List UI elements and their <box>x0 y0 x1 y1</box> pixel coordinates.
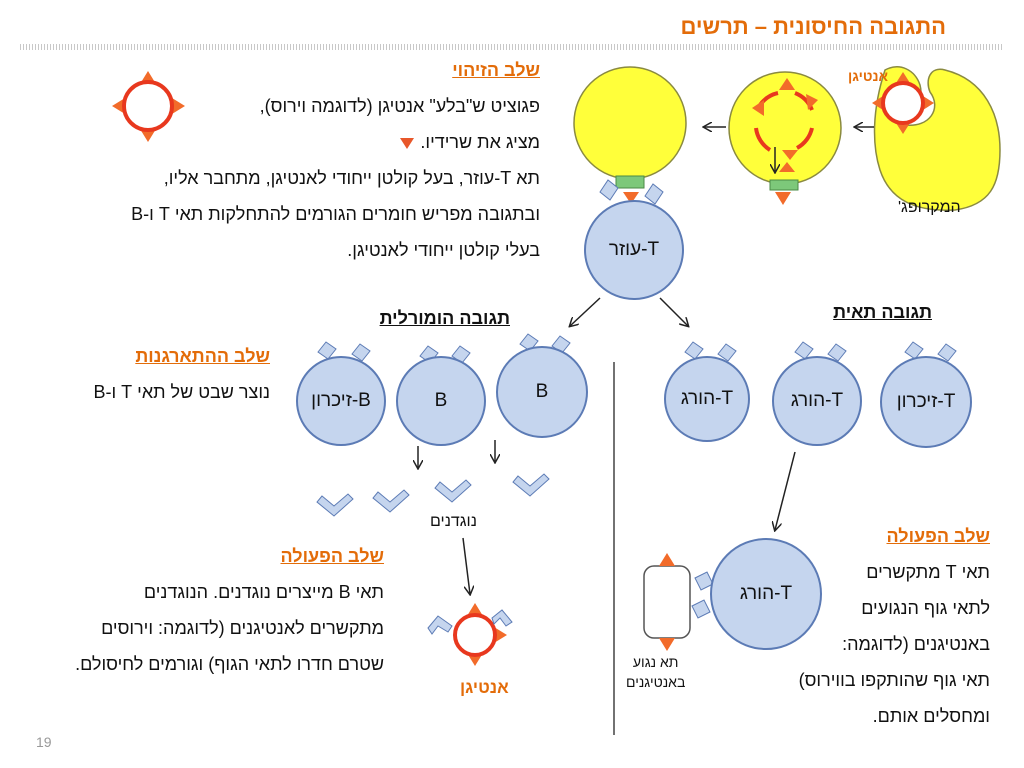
infected-cell-label: תא נגוע באנטיגנים <box>626 652 685 692</box>
antigen-bottom-label: אנטיגן <box>460 678 509 697</box>
b-cell-1: B <box>396 356 486 446</box>
cellular-action-line1: תאי T מתקשרים <box>866 562 990 582</box>
cellular-response-heading: תגובה תאית <box>833 302 932 322</box>
antigen-fragment-icon <box>400 137 415 149</box>
antigen-top-label: אנטיגן <box>848 68 889 84</box>
t-killer-cell-active: T-הורג <box>710 538 822 650</box>
cellular-action-line3: באנטיגנים (לדוגמה: <box>842 634 990 654</box>
b-memory-cell: B-זיכרון <box>296 356 386 446</box>
antibody-shapes <box>316 473 550 517</box>
recognition-line5: בעלי קולטן ייחודי לאנטיגן. <box>347 240 540 260</box>
infected-cell-label-line1: תא נגוע <box>632 654 679 670</box>
recognition-line3: תא T-עוזר, בעל קולטן ייחודי לאנטיגן, מתח… <box>163 168 540 188</box>
cellular-action-text: שלב הפעולה תאי T מתקשרים לתאי גוף הנגועי… <box>799 518 990 734</box>
recognition-line1: פגוציט ש"בלע" אנטיגן (לדוגמה וירוס), <box>259 96 540 116</box>
cell-receptors <box>317 333 957 364</box>
neutralized-antigen-icon <box>427 603 513 666</box>
recognition-text: שלב הזיהוי פגוציט ש"בלע" אנטיגן (לדוגמה … <box>131 52 540 268</box>
humoral-action-heading: שלב הפעולה <box>280 546 385 566</box>
infected-cell-icon <box>643 553 691 651</box>
arrow-t-killer-down <box>775 451 796 530</box>
organization-line1: נוצר שבט של תאי T ו-B <box>93 382 270 402</box>
humoral-action-text: שלב הפעולה תאי B מייצרים נוגדנים. הנוגדנ… <box>75 538 384 682</box>
arrow-to-antigen <box>462 537 470 594</box>
humoral-action-line2: מתקשרים לאנטיגנים (לדוגמה: וירוסים <box>101 618 384 638</box>
cellular-action-line2: לתאי גוף הנגועים <box>861 598 990 618</box>
title-divider <box>20 44 1004 50</box>
infected-cell-label-line2: באנטיגנים <box>626 674 686 690</box>
humoral-response-heading: תגובה הומורלית <box>379 308 510 328</box>
macrophage-label: המקרופג' <box>898 199 961 216</box>
engulfed-antigen-icon <box>872 72 934 134</box>
legend-antigen-icon <box>112 71 185 142</box>
t-helper-receptors <box>599 179 664 205</box>
t-helper-cell: T-עוזר <box>584 200 684 300</box>
humoral-action-line3: שטרם חדרו לתאי הגוף) וגורמים לחיסולם. <box>75 654 384 674</box>
t-killer-cell-2: T-הורג <box>772 356 862 446</box>
b-cell-2: B <box>496 346 588 438</box>
antibodies-label: נוגדנים <box>430 513 477 530</box>
recognition-line4: ובתגובה מפריש חומרים הגורמים להתחלקות תא… <box>131 204 540 224</box>
page-number: 19 <box>36 734 52 750</box>
arrow-to-cellular <box>659 297 688 326</box>
page-title: התגובה החיסונית – תרשים <box>680 14 946 39</box>
humoral-action-line1: תאי B מייצרים נוגדנים. הנוגדנים <box>143 582 384 602</box>
arrow-to-humoral <box>570 297 601 326</box>
cellular-action-line4: תאי גוף שהותקפו בווירוס) <box>798 670 990 690</box>
t-killer-cell-1: T-הורג <box>664 356 750 442</box>
killer-receptors <box>691 571 714 619</box>
organization-text: שלב ההתארגנות נוצר שבט של תאי T ו-B <box>93 338 270 410</box>
antigen-presenting-cell <box>573 66 687 204</box>
t-memory-cell: T-זיכרון <box>880 356 972 448</box>
organization-heading: שלב ההתארגנות <box>135 346 270 366</box>
recognition-heading: שלב הזיהוי <box>452 60 540 80</box>
cellular-action-heading: שלב הפעולה <box>886 526 991 546</box>
cellular-action-line5: ומחסלים אותם. <box>872 706 990 726</box>
recognition-line2: מציג את שרידיו. <box>420 132 540 152</box>
phagocyte-digesting <box>728 71 842 205</box>
